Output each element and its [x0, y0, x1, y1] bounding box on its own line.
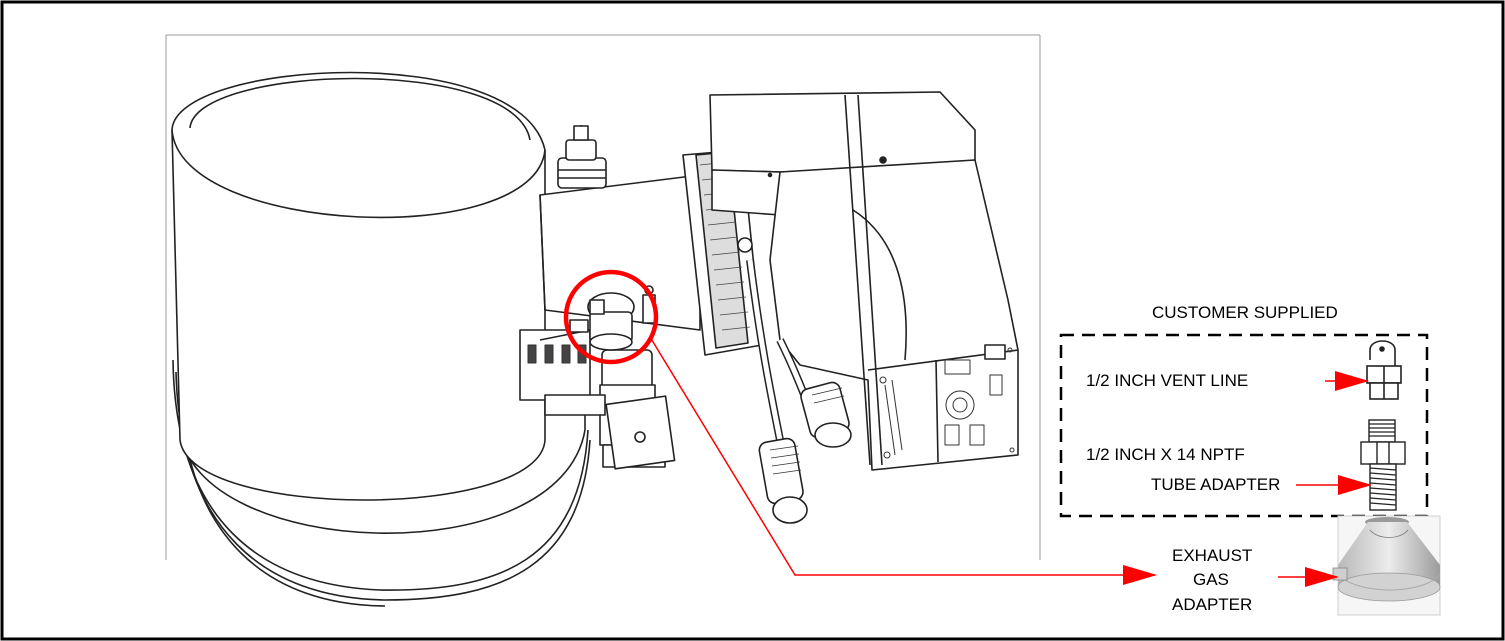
tube-adapter-label-line1: 1/2 INCH X 14 NPTF	[1086, 445, 1245, 464]
tube-adapter-label-line2: TUBE ADAPTER	[1151, 475, 1281, 494]
exhaust-label-line3: ADAPTER	[1172, 595, 1253, 614]
callout-circle	[563, 269, 659, 365]
vent-line-part	[1366, 340, 1402, 400]
exhaust-label-line2: GAS	[1193, 570, 1229, 589]
photo-frame	[165, 34, 1041, 560]
equipment-drawing	[171, 71, 1019, 607]
callout-leader-line	[649, 336, 1157, 585]
vent-line-label: 1/2 INCH VENT LINE	[1086, 371, 1249, 390]
exhaust-gas-adapter-part	[1332, 515, 1441, 616]
customer-supplied-label: CUSTOMER SUPPLIED	[1152, 303, 1338, 322]
exhaust-label-line1: EXHAUST	[1172, 546, 1253, 565]
tube-adapter-part	[1360, 419, 1406, 511]
